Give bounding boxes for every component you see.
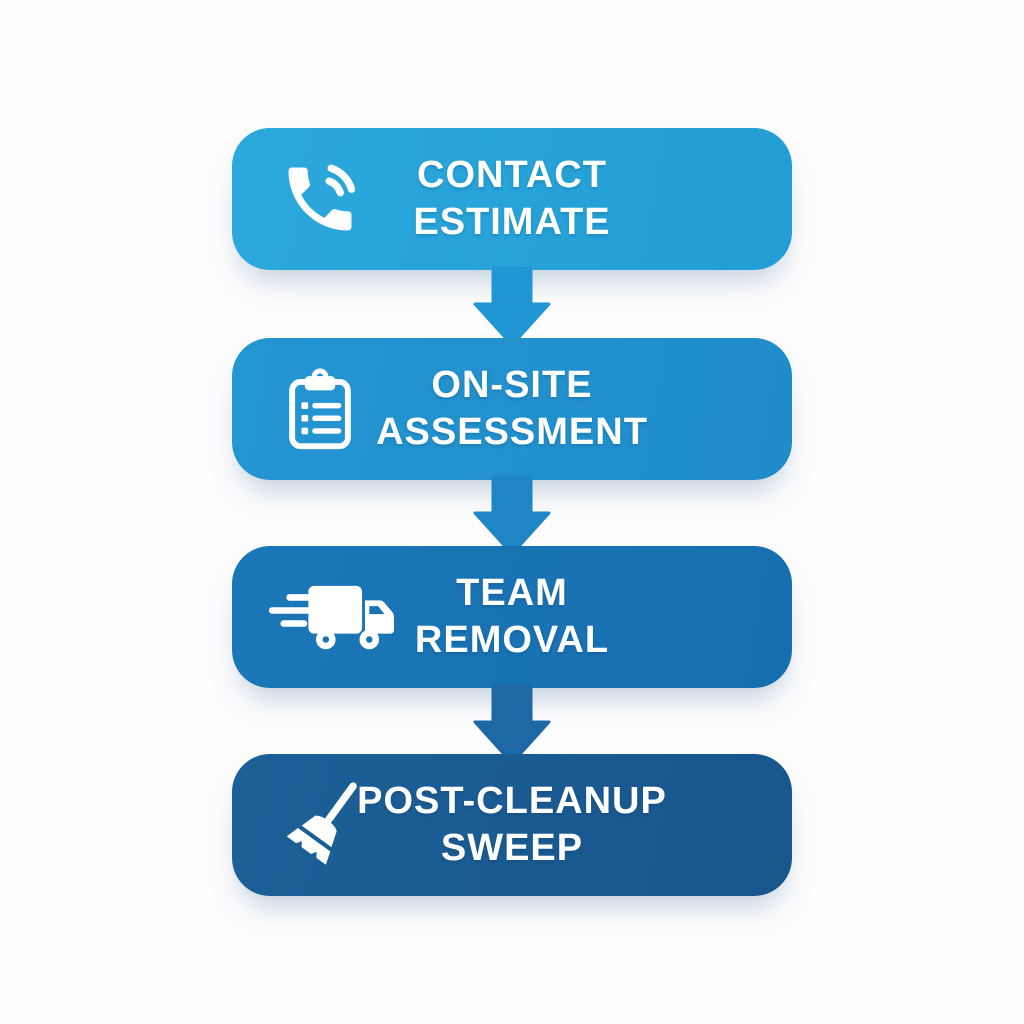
down-arrow-icon	[472, 684, 552, 765]
truck-icon	[260, 567, 394, 667]
down-arrow-icon	[472, 475, 552, 556]
down-arrow-icon	[472, 266, 552, 347]
broom-icon	[260, 775, 380, 875]
step-label: ON-SITE ASSESSMENT	[376, 362, 648, 456]
step-label-line2: REMOVAL	[414, 619, 610, 661]
step-label-line1: CONTACT	[417, 154, 607, 196]
step-label-line2: ASSESSMENT	[376, 411, 648, 453]
clipboard-checklist-icon	[260, 359, 380, 459]
step-box-team-removal: TEAM REMOVAL	[232, 546, 792, 688]
step-label: POST-CLEANUP SWEEP	[357, 778, 667, 872]
step-label-line2: SWEEP	[440, 827, 584, 869]
step-box-contact-estimate: CONTACT ESTIMATE	[232, 128, 792, 270]
phone-icon	[260, 149, 380, 249]
step-label-line1: TEAM	[456, 572, 568, 614]
step-label-line2: ESTIMATE	[413, 201, 611, 243]
step-label-line1: ON-SITE	[431, 364, 593, 406]
step-label-line1: POST-CLEANUP	[357, 780, 667, 822]
step-box-on-site-assessment: ON-SITE ASSESSMENT	[232, 338, 792, 480]
step-box-post-cleanup-sweep: POST-CLEANUP SWEEP	[232, 754, 792, 896]
step-label: CONTACT ESTIMATE	[413, 152, 610, 246]
step-label: TEAM REMOVAL	[415, 570, 609, 664]
